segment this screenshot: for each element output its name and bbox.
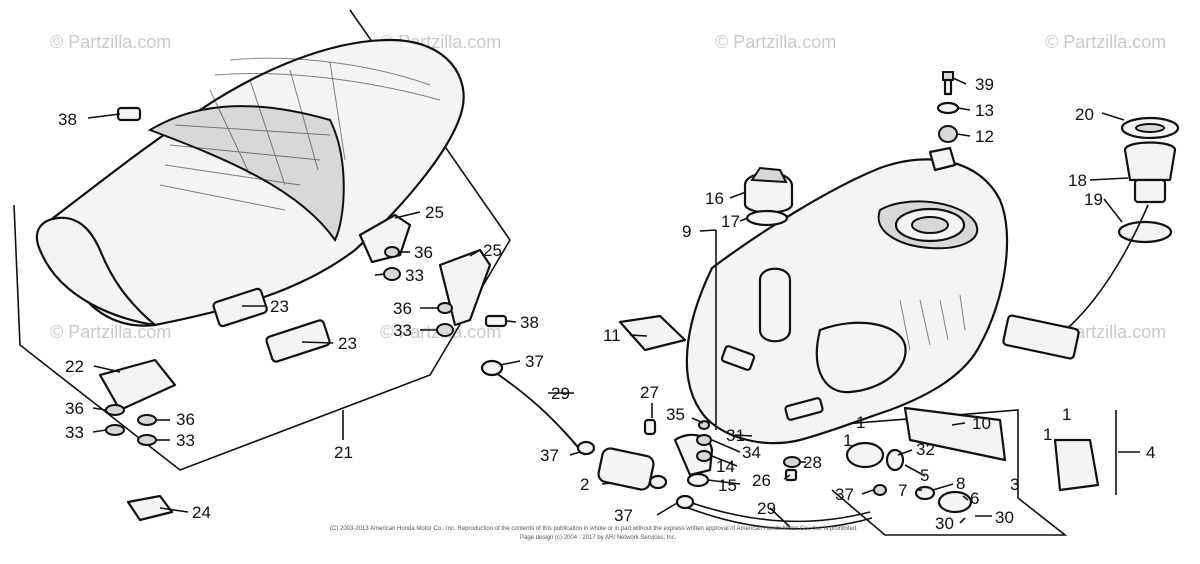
callout-4: 4 <box>1146 443 1155 462</box>
callout-10: 10 <box>972 414 991 433</box>
callout-39: 39 <box>975 75 994 94</box>
callout-37: 37 <box>540 446 559 465</box>
callout-26: 26 <box>752 471 771 490</box>
callout-21: 21 <box>334 443 353 462</box>
watermark: © Partzilla.com <box>715 32 836 52</box>
callout-37: 37 <box>525 352 544 371</box>
callout-1: 1 <box>1062 405 1071 424</box>
callout-36: 36 <box>393 299 412 318</box>
callout-28: 28 <box>803 453 822 472</box>
callout-14: 14 <box>716 457 735 476</box>
callout-27: 27 <box>640 383 659 402</box>
tank-group-border <box>831 409 1068 536</box>
callout-17: 17 <box>721 212 740 231</box>
callout-13: 13 <box>975 101 994 120</box>
callout-18: 18 <box>1068 171 1087 190</box>
callout-30: 30 <box>995 508 1014 527</box>
callout-24: 24 <box>192 503 211 522</box>
callout-6: 6 <box>970 489 979 508</box>
callout-7: 7 <box>898 481 907 500</box>
callout-37: 37 <box>614 506 633 525</box>
watermark: © Partzilla.com <box>50 322 171 342</box>
watermark: © Partzilla.com <box>1045 32 1166 52</box>
callout-25: 25 <box>425 203 444 222</box>
callout-38: 38 <box>58 110 77 129</box>
callout-2: 2 <box>580 475 589 494</box>
callout-35: 35 <box>666 405 685 424</box>
callout-33: 33 <box>176 431 195 450</box>
callout-labels: 38 22 36 33 36 33 23 23 21 24 25 36 25 3… <box>58 75 1155 533</box>
petcock-and-lines <box>480 314 1100 530</box>
callout-33: 33 <box>65 423 84 442</box>
callout-32: 32 <box>916 440 935 459</box>
callout-1: 1 <box>856 413 865 432</box>
fuel-tank-illustration <box>685 146 1009 445</box>
callout-11: 11 <box>603 326 621 345</box>
callout-22: 22 <box>65 357 84 376</box>
callout-33: 33 <box>393 321 412 340</box>
callout-16: 16 <box>705 189 724 208</box>
callout-23: 23 <box>270 297 289 316</box>
callout-30: 30 <box>935 514 954 533</box>
callout-29: 29 <box>757 499 776 518</box>
watermark: © Partzilla.com <box>50 32 171 52</box>
callout-36: 36 <box>65 399 84 418</box>
seat-leaders <box>87 113 517 513</box>
callout-37: 37 <box>835 485 854 504</box>
fuel-sender-parts <box>1002 116 1180 360</box>
callout-34: 34 <box>742 443 761 462</box>
callout-1: 1 <box>843 431 852 450</box>
seat-group-border <box>13 9 511 471</box>
callout-38: 38 <box>520 313 539 332</box>
fuel-cap-parts <box>743 166 794 227</box>
callout-15: 15 <box>718 476 737 495</box>
callout-1: 1 <box>1043 425 1052 444</box>
copyright-notice: (C) 2003-2013 American Honda Motor Co., … <box>330 526 858 532</box>
callout-25: 25 <box>483 241 502 260</box>
callout-29: 29 <box>551 384 570 403</box>
callout-5: 5 <box>920 466 929 485</box>
callout-20: 20 <box>1075 105 1094 124</box>
callout-12: 12 <box>975 127 994 146</box>
callout-31: 31 <box>726 426 745 445</box>
seat-illustration <box>35 38 465 327</box>
callout-8: 8 <box>956 474 965 493</box>
tank-mount-hardware <box>936 71 960 143</box>
callout-36: 36 <box>176 410 195 429</box>
callout-23: 23 <box>338 334 357 353</box>
tank-leaders <box>499 77 1140 528</box>
callout-33: 33 <box>405 266 424 285</box>
callout-3: 3 <box>1010 475 1019 494</box>
callout-9: 9 <box>682 222 691 241</box>
page-design-credit: Page design (c) 2004 - 2017 by ARI Netwo… <box>520 535 677 541</box>
callout-36: 36 <box>414 243 433 262</box>
callout-19: 19 <box>1084 190 1103 209</box>
